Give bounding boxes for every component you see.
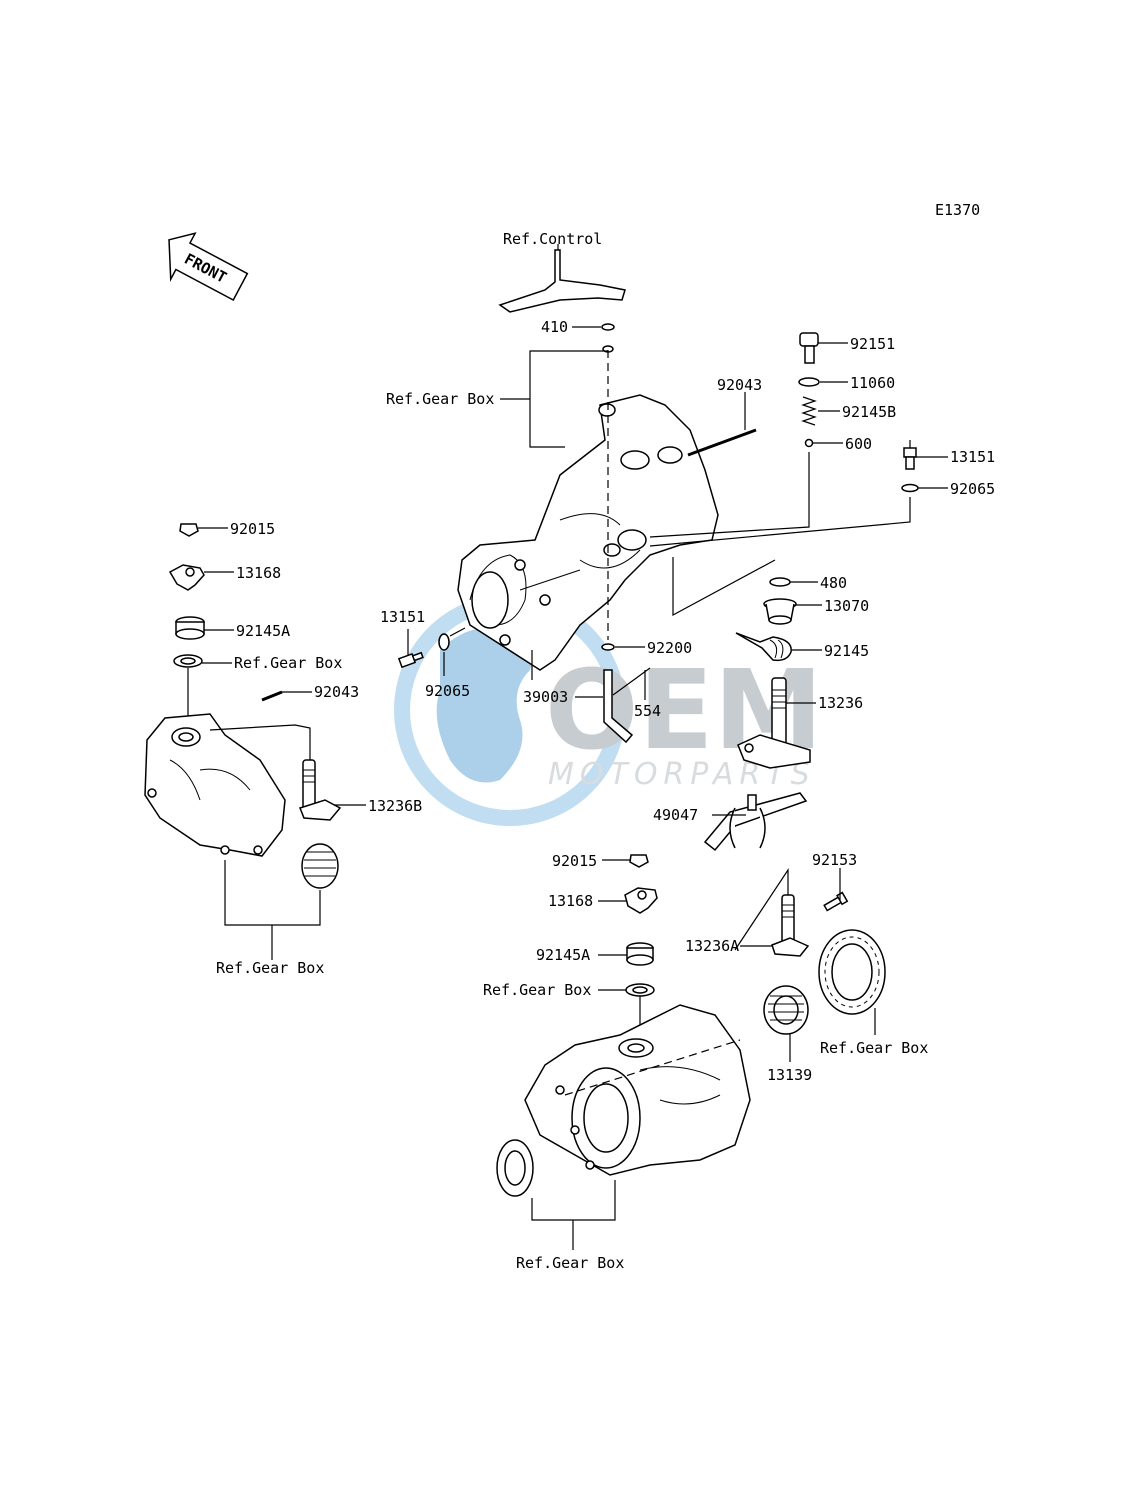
nut-92015-lower [629,854,649,868]
callout-92043-left: 92043 [314,683,359,701]
spring-92145 [735,632,792,662]
callout-554: 554 [634,702,661,720]
shaft-13236 [737,677,811,769]
callout-13139: 13139 [767,1066,812,1084]
washer-92065-right [901,483,919,493]
callout-13151-right: 13151 [950,448,995,466]
callout-49047: 49047 [653,806,698,824]
callout-92015-lower: 92015 [552,852,597,870]
callout-ref-gear-box-right: Ref.Gear Box [820,1039,928,1057]
switch-13151-right [903,440,917,470]
diagram-code: E1370 [935,201,980,219]
lower-gear-case [524,1004,751,1176]
shaft-13236a [771,894,810,957]
callout-ref-control: Ref.Control [503,230,602,248]
gear-left [301,843,339,889]
callout-92145a-lower: 92145A [536,946,590,964]
switch-13151-left [397,651,424,669]
arm-13168-lower [624,887,658,914]
front-arrow-icon: FRONT [168,232,249,302]
callout-600: 600 [845,435,872,453]
spring-92145a-lower [626,942,654,966]
callout-ref-gear-box-left: Ref.Gear Box [234,654,342,672]
callout-13151-left: 13151 [380,608,425,626]
lever-39003 [603,667,651,744]
control-bracket [498,244,626,313]
seal-bottom [496,1139,534,1197]
bushing-13070 [763,598,797,625]
callout-13168-lower: 13168 [548,892,593,910]
callout-ref-gear-box-top: Ref.Gear Box [386,390,494,408]
callout-92043-top: 92043 [717,376,762,394]
arm-13168-left [168,564,205,591]
seal-lower [625,983,655,997]
bearing-right [818,929,886,1015]
upper-gear-case [457,350,719,671]
callout-13236: 13236 [818,694,863,712]
washer-92065-left [438,633,450,651]
callout-39003: 39003 [523,688,568,706]
callout-92200: 92200 [647,639,692,657]
pin-92043-left [261,690,283,702]
callout-92145a-left: 92145A [236,622,290,640]
callout-92151: 92151 [850,335,895,353]
shift-fork-49047 [703,792,808,852]
callout-480: 480 [820,574,847,592]
spring-92145a-left [175,616,205,640]
nut-92015-left [179,523,199,537]
pin-92043-top [687,428,757,457]
gear-13139 [763,985,809,1035]
callout-ref-gear-box-bottom: Ref.Gear Box [516,1254,624,1272]
callout-ref-gear-box-lower: Ref.Gear Box [483,981,591,999]
callout-13070: 13070 [824,597,869,615]
callout-92015-left: 92015 [230,520,275,538]
callout-92153: 92153 [812,851,857,869]
left-gear-case [144,713,286,857]
washer-410 [601,323,615,331]
washer-11060 [798,377,820,387]
watermark-continents [436,627,533,783]
callout-92145: 92145 [824,642,869,660]
callout-13236b: 13236B [368,797,422,815]
callout-13168-left: 13168 [236,564,281,582]
spring-92145b [801,396,817,426]
callout-13236a: 13236A [685,937,739,955]
callout-11060: 11060 [850,374,895,392]
bolt-92153 [823,891,849,912]
callout-92145b: 92145B [842,403,896,421]
callout-92065-right: 92065 [950,480,995,498]
seal-left [173,654,203,668]
callout-410: 410 [541,318,568,336]
callout-ref-gear-box-left-bottom: Ref.Gear Box [216,959,324,977]
o-ring-480 [769,577,791,587]
o-ring-92200 [601,643,615,651]
callout-92065-left: 92065 [425,682,470,700]
shaft-13236b [299,759,342,821]
bolt-92151 [799,332,819,364]
ball-600 [804,438,814,448]
